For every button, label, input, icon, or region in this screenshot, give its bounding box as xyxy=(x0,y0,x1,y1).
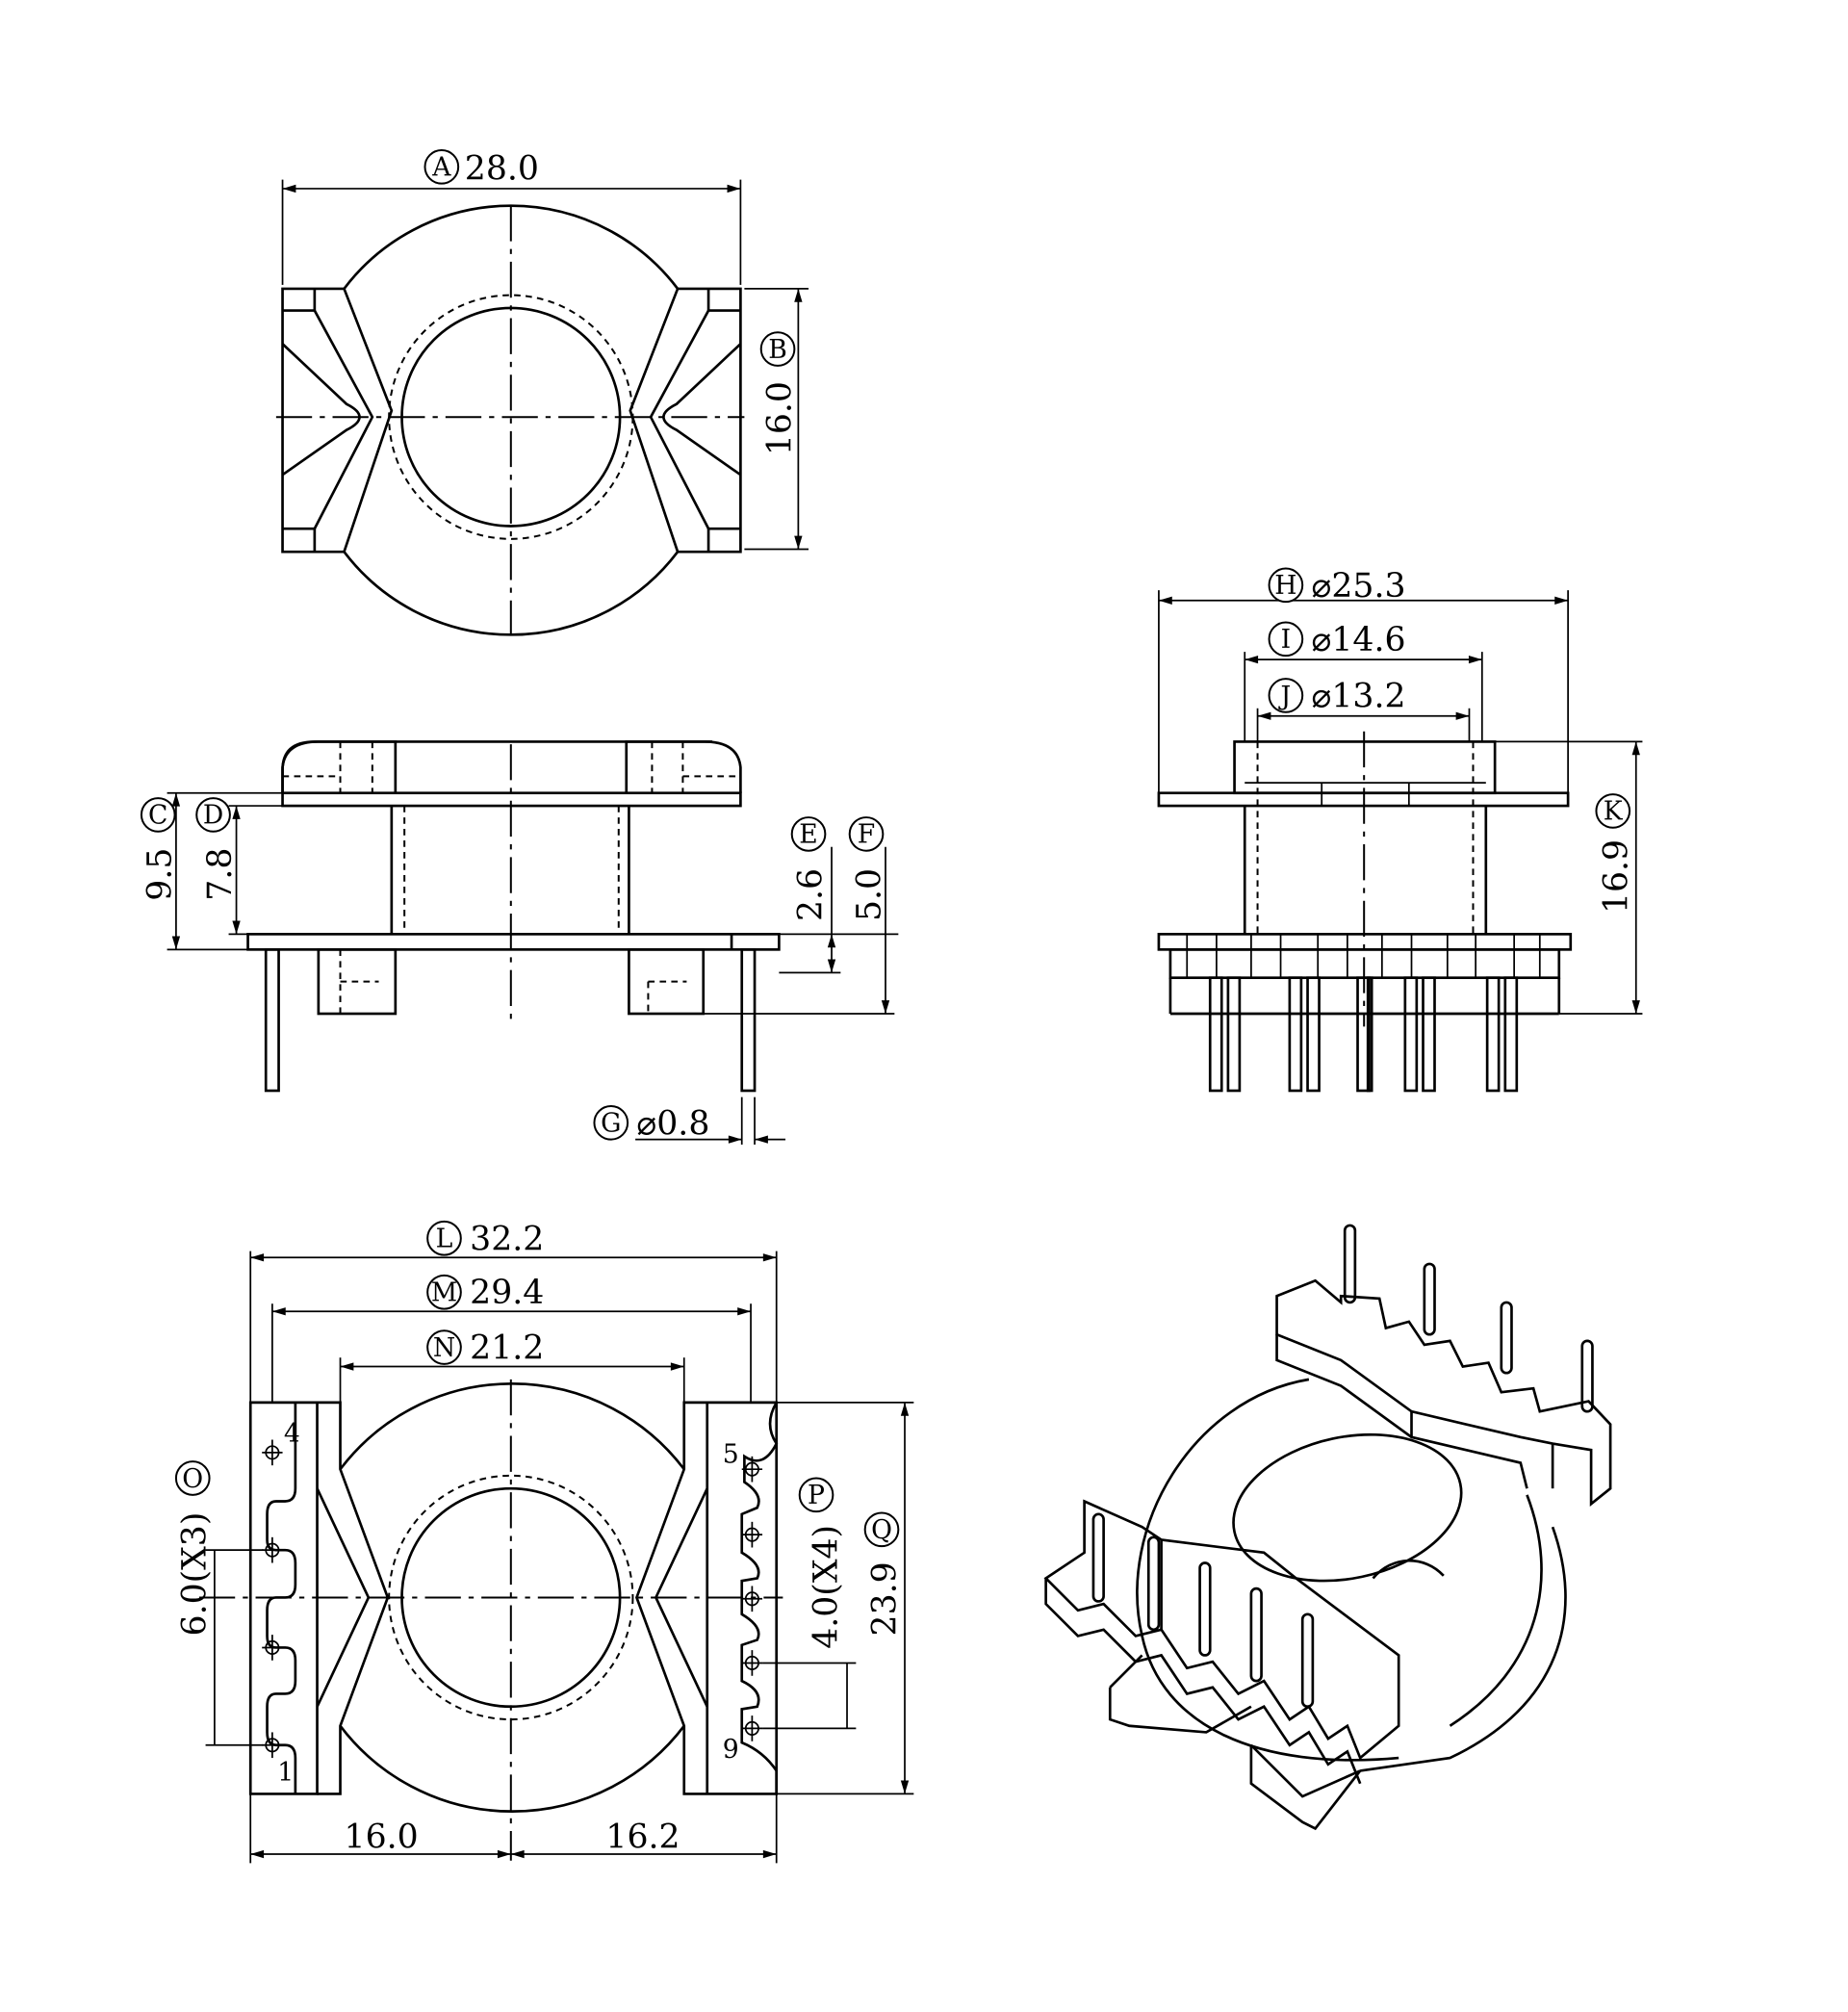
dim-G-value: ⌀0.8 xyxy=(636,1104,709,1143)
dim-J-value: ⌀13.2 xyxy=(1312,677,1406,715)
isometric-view xyxy=(1043,1224,1612,1831)
isometric-back-pins xyxy=(1343,1224,1594,1413)
side-view: H ⌀25.3 I ⌀14.6 J ⌀13.2 K 16.9 xyxy=(1157,567,1643,1093)
dim-H-value: ⌀25.3 xyxy=(1312,567,1406,606)
dim-M-letter: M xyxy=(431,1278,457,1308)
dim-K-letter: K xyxy=(1604,797,1624,827)
dim-G-letter: G xyxy=(601,1109,621,1139)
pin-label-4: 4 xyxy=(284,1419,300,1449)
dim-H-letter: H xyxy=(1274,571,1296,601)
dim-I-letter: I xyxy=(1281,625,1292,655)
dim-E-letter: E xyxy=(799,820,817,850)
dim-H: H ⌀25.3 xyxy=(1268,567,1406,606)
dim-N-value: 21.2 xyxy=(470,1329,544,1368)
dim-A-letter: A xyxy=(431,153,451,183)
dim-Q: Q 23.9 xyxy=(863,1511,905,1636)
dim-L-letter: L xyxy=(436,1225,453,1254)
pin-label-9: 9 xyxy=(723,1735,739,1765)
pin-label-1: 1 xyxy=(277,1758,294,1788)
dim-I: I ⌀14.6 xyxy=(1268,621,1406,659)
dim-D-value: 7.8 xyxy=(201,848,240,901)
dim-J-letter: J xyxy=(1278,682,1292,711)
dim-P: P 4.0(X4) xyxy=(798,1477,845,1649)
isometric-front-pins xyxy=(1091,1512,1315,1709)
dim-G: G ⌀0.8 xyxy=(593,1104,709,1143)
pin-holes xyxy=(262,1439,763,1759)
dim-P-value: 4.0(X4) xyxy=(807,1525,845,1649)
dim-right-half: 16.2 xyxy=(605,1818,680,1856)
dim-A-value: 28.0 xyxy=(465,150,539,189)
pin-label-5: 5 xyxy=(723,1440,739,1470)
dim-K: K 16.9 xyxy=(1595,793,1635,914)
front-view: C 9.5 D 7.8 E 2.6 F 5.0 G ⌀0.8 xyxy=(140,740,899,1145)
dim-B: B 16.0 xyxy=(759,331,799,455)
dim-D: D 7.8 xyxy=(195,797,240,901)
dim-D-letter: D xyxy=(203,801,223,831)
dim-P-letter: P xyxy=(808,1481,825,1510)
dim-A: A 28.0 xyxy=(424,148,539,189)
dim-F-value: 5.0 xyxy=(851,868,889,921)
dim-O: O 6.0(X3) xyxy=(174,1460,215,1637)
dim-I-value: ⌀14.6 xyxy=(1312,621,1406,659)
dim-B-letter: B xyxy=(768,335,787,365)
dim-O-letter: O xyxy=(182,1464,203,1494)
side-view-pins xyxy=(1208,976,1519,1093)
dim-E-value: 2.6 xyxy=(791,868,830,921)
dim-C-value: 9.5 xyxy=(141,848,180,901)
dim-M-value: 29.4 xyxy=(470,1274,544,1312)
dim-L-value: 32.2 xyxy=(470,1220,544,1258)
dim-Q-letter: Q xyxy=(871,1515,892,1545)
dim-N-letter: N xyxy=(433,1333,455,1363)
dim-J: J ⌀13.2 xyxy=(1268,677,1406,715)
dim-O-value: 6.0(X3) xyxy=(176,1512,215,1637)
dim-E: E 2.6 xyxy=(790,816,830,921)
dim-K-value: 16.9 xyxy=(1597,839,1635,914)
top-view: A 28.0 B 16.0 xyxy=(275,148,809,636)
dim-left-half: 16.0 xyxy=(345,1818,419,1856)
bottom-view: 4 1 5 9 L 32.2 M 29.4 N 21.2 O 6.0(X3) P… xyxy=(174,1220,914,1864)
dim-F-letter: F xyxy=(858,820,876,850)
dim-C: C 9.5 xyxy=(140,797,180,901)
dim-M: M 29.4 xyxy=(426,1274,544,1312)
dim-C-letter: C xyxy=(148,801,167,831)
dim-F: F 5.0 xyxy=(848,816,889,921)
dim-L: L 32.2 xyxy=(426,1220,544,1258)
dim-B-value: 16.0 xyxy=(760,381,799,455)
dim-N: N 21.2 xyxy=(426,1329,544,1368)
dim-Q-value: 23.9 xyxy=(866,1561,905,1636)
